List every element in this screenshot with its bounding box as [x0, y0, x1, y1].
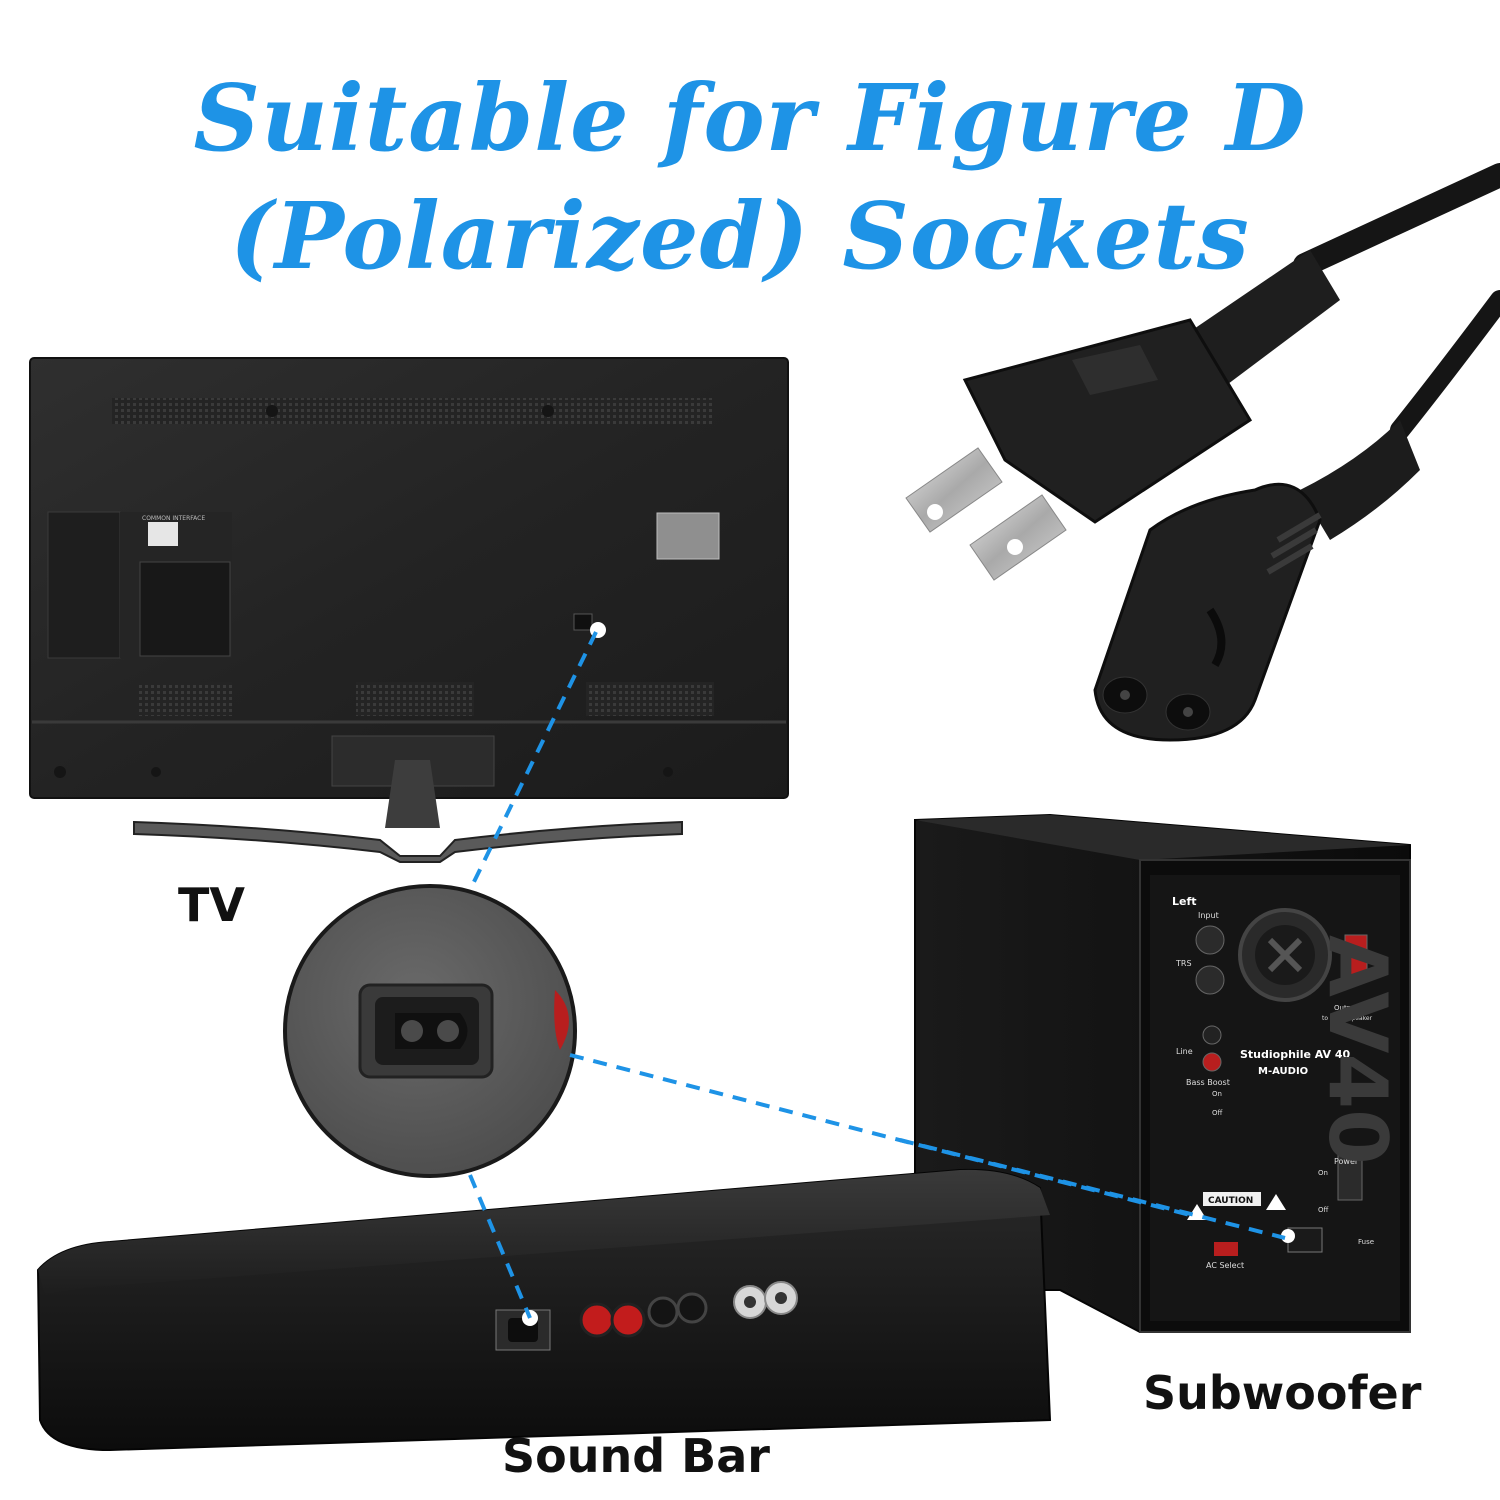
socket-zoom-callout: [283, 884, 577, 1178]
subwoofer-caption: Subwoofer: [1143, 1366, 1422, 1420]
speaker-av40-logo: AV40: [1311, 935, 1404, 1165]
speaker-output-label: Output: [1334, 1004, 1359, 1012]
speaker-caution-label: CAUTION: [1208, 1196, 1253, 1206]
connector-lines: [468, 631, 1286, 1319]
speaker-input-label: Input: [1198, 911, 1219, 920]
speaker-line-label: Line: [1176, 1047, 1193, 1056]
tv-caption: TV: [178, 878, 245, 932]
connector-line-subwoofer-lower: [899, 1138, 1286, 1240]
power-cord-illustration: [905, 163, 1500, 742]
tv-illustration: COMMON INTERFACE: [29, 357, 789, 863]
speaker-bass-boost-label: Bass Boost: [1186, 1078, 1230, 1087]
speaker-power-label: Power: [1334, 1157, 1359, 1166]
speaker-bass-off-label: Off: [1212, 1109, 1223, 1117]
speaker-model-label: Studiophile AV 40: [1240, 1048, 1351, 1061]
headline-line-2: (Polarized) Sockets: [230, 182, 1250, 290]
speaker-power-off-label: Off: [1318, 1206, 1329, 1214]
speaker-ac-select-label: AC Select: [1206, 1261, 1244, 1270]
speaker-brand-label: M-AUDIO: [1258, 1066, 1308, 1077]
speaker-to-right-label: to Right Speaker: [1322, 1015, 1373, 1022]
connector-line-soundbar: [468, 1174, 532, 1319]
speaker-fuse-label: Fuse: [1358, 1238, 1374, 1246]
speaker-trs-label: TRS: [1175, 959, 1192, 968]
sound-bar-caption: Sound Bar: [502, 1429, 770, 1483]
sound-bar-illustration: [36, 1168, 1052, 1452]
speaker-side-label: Left: [1172, 895, 1197, 908]
headline-line-1: Suitable for Figure D: [193, 64, 1307, 172]
speaker-power-on-label: On: [1318, 1169, 1328, 1177]
tv-common-interface-label: COMMON INTERFACE: [142, 515, 205, 522]
speaker-bass-on-label: On: [1212, 1090, 1222, 1098]
